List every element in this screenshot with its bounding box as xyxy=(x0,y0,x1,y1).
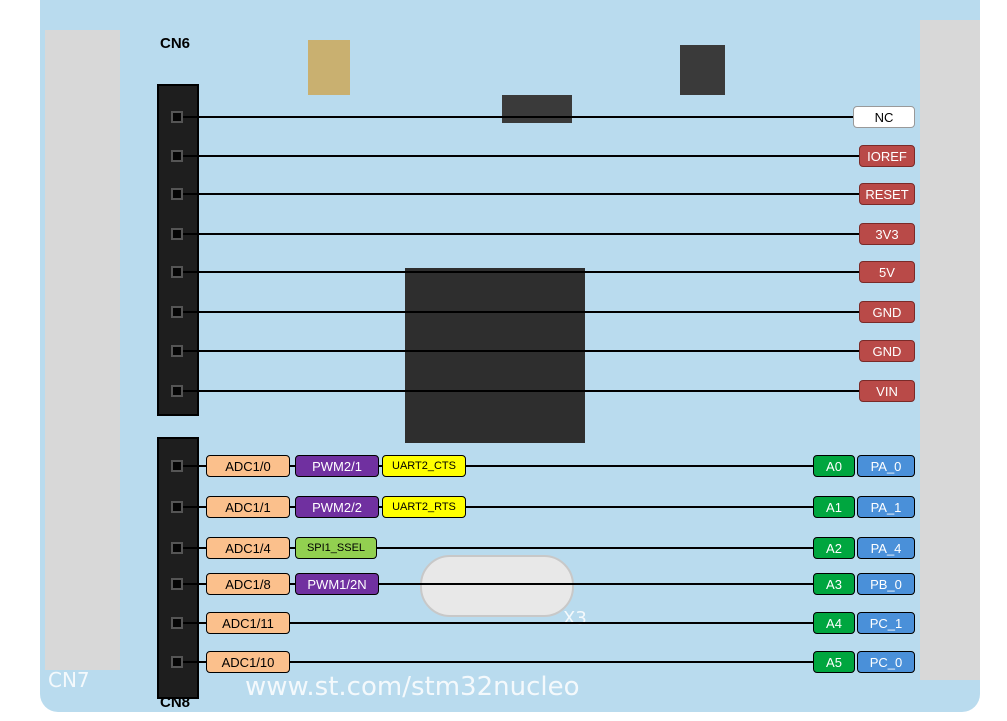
cn6-title: CN6 xyxy=(160,35,191,52)
cn6-wire xyxy=(183,311,859,313)
arduino-pin-label: A1 xyxy=(813,496,855,518)
board-label-cn7: CN7 xyxy=(48,668,90,692)
cn6-wire xyxy=(183,116,853,118)
adc-label: ADC1/4 xyxy=(206,537,290,559)
adc-label: ADC1/1 xyxy=(206,496,290,518)
board-url: www.st.com/stm32nucleo xyxy=(245,672,580,702)
cn6-label-gnd: GND xyxy=(859,340,915,362)
cn6-pin xyxy=(171,266,183,278)
uart-label: UART2_CTS xyxy=(382,455,466,477)
pwm-label: PWM2/1 xyxy=(295,455,379,477)
cn8-pin xyxy=(171,656,183,668)
cn6-wire xyxy=(183,390,859,392)
cn6-label-vin: VIN xyxy=(859,380,915,402)
port-pin-label: PC_0 xyxy=(857,651,915,673)
cn6-label-nc: NC xyxy=(853,106,915,128)
pwm-label: PWM1/2N xyxy=(295,573,379,595)
arduino-pin-label: A0 xyxy=(813,455,855,477)
port-pin-label: PC_1 xyxy=(857,612,915,634)
spi-label: SPI1_SSEL xyxy=(295,537,377,559)
cn8-pin xyxy=(171,542,183,554)
capacitor-c16 xyxy=(308,40,350,95)
cn8-wire xyxy=(183,547,813,549)
cn6-label-reset: RESET xyxy=(859,183,915,205)
port-pin-label: PB_0 xyxy=(857,573,915,595)
cn6-pin xyxy=(171,345,183,357)
cn8-wire xyxy=(183,661,813,663)
arduino-pin-label: A5 xyxy=(813,651,855,673)
adc-label: ADC1/11 xyxy=(206,612,290,634)
cn8-wire xyxy=(183,583,813,585)
left-morpho-header xyxy=(45,30,120,670)
arduino-pin-label: A4 xyxy=(813,612,855,634)
arduino-pin-label: A2 xyxy=(813,537,855,559)
cn6-label-ioref: IOREF xyxy=(859,145,915,167)
cn6-pin xyxy=(171,385,183,397)
adc-label: ADC1/10 xyxy=(206,651,290,673)
cn8-wire xyxy=(183,506,813,508)
cn8-header xyxy=(157,437,199,699)
uart-label: UART2_RTS xyxy=(382,496,466,518)
cn6-pin xyxy=(171,228,183,240)
cn6-wire xyxy=(183,350,859,352)
cn6-label-3v3: 3V3 xyxy=(859,223,915,245)
cn6-header xyxy=(157,84,199,416)
cn8-pin xyxy=(171,578,183,590)
cn6-wire xyxy=(183,233,859,235)
crystal-x3 xyxy=(420,555,574,617)
cn6-label-5v: 5V xyxy=(859,261,915,283)
stm32-mcu xyxy=(405,268,585,443)
cn6-wire xyxy=(183,193,859,195)
port-pin-label: PA_0 xyxy=(857,455,915,477)
board-label-x3: X3 xyxy=(563,608,587,629)
cn6-pin xyxy=(171,111,183,123)
port-pin-label: PA_4 xyxy=(857,537,915,559)
cn8-pin xyxy=(171,617,183,629)
arduino-pin-label: A3 xyxy=(813,573,855,595)
cn8-wire xyxy=(183,465,813,467)
right-morpho-header xyxy=(920,20,980,680)
cn6-pin xyxy=(171,150,183,162)
jumper-idd xyxy=(502,95,572,123)
pwm-label: PWM2/2 xyxy=(295,496,379,518)
cn6-pin xyxy=(171,188,183,200)
port-pin-label: PA_1 xyxy=(857,496,915,518)
adc-label: ADC1/8 xyxy=(206,573,290,595)
adc-label: ADC1/0 xyxy=(206,455,290,477)
cn8-wire xyxy=(183,622,813,624)
cn6-wire xyxy=(183,155,859,157)
cn6-pin xyxy=(171,306,183,318)
cn6-label-gnd: GND xyxy=(859,301,915,323)
cn8-pin xyxy=(171,460,183,472)
cn8-pin xyxy=(171,501,183,513)
ic-u4 xyxy=(680,45,725,95)
cn6-wire xyxy=(183,271,859,273)
